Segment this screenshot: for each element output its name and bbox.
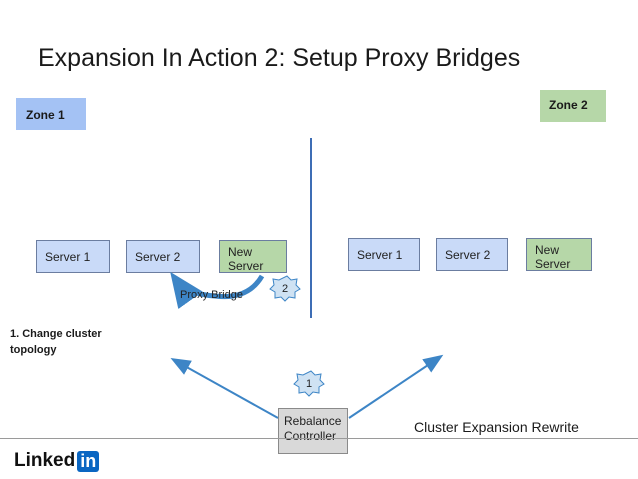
zone1-server-1: Server 1 <box>36 240 110 273</box>
step-2-badge: 2 <box>269 275 301 302</box>
zone2-server-1-label: Server 1 <box>357 247 403 262</box>
step-2-badge-text: 2 <box>282 283 288 295</box>
step-1-description: 1. Change cluster topology <box>10 328 102 356</box>
zone-2-label: Zone 2 <box>540 90 606 122</box>
zone2-server-2-label: Server 2 <box>445 247 491 262</box>
rebalance-controller: Rebalance Controller <box>278 408 348 454</box>
footer-divider <box>0 438 638 439</box>
step-1-badge-text: 1 <box>306 378 312 390</box>
zone1-new-server-label: New Server <box>228 245 264 273</box>
controller-arrow-left <box>170 358 279 419</box>
zone-1-label: Zone 1 <box>16 98 86 130</box>
logo-word: Linked <box>14 450 76 471</box>
slide-title: Expansion In Action 2: Setup Proxy Bridg… <box>38 44 521 72</box>
proxy-bridge-arrow <box>170 271 265 310</box>
proxy-bridge-label: Proxy Bridge <box>180 289 243 301</box>
zone1-new-server: New Server <box>219 240 287 273</box>
slide-caption: Cluster Expansion Rewrite <box>414 419 579 435</box>
controller-arrow-right <box>348 354 444 419</box>
zone2-server-2: Server 2 <box>436 238 508 271</box>
zone1-server-2-label: Server 2 <box>135 249 181 264</box>
zone2-new-server-label: New Server <box>535 243 571 271</box>
zone2-new-server: New Server <box>526 238 592 271</box>
zone1-server-2: Server 2 <box>126 240 200 273</box>
logo-in-badge: in <box>77 450 100 472</box>
zone1-server-1-label: Server 1 <box>45 249 91 264</box>
zone2-server-1: Server 1 <box>348 238 420 271</box>
step-1-badge: 1 <box>293 370 325 397</box>
